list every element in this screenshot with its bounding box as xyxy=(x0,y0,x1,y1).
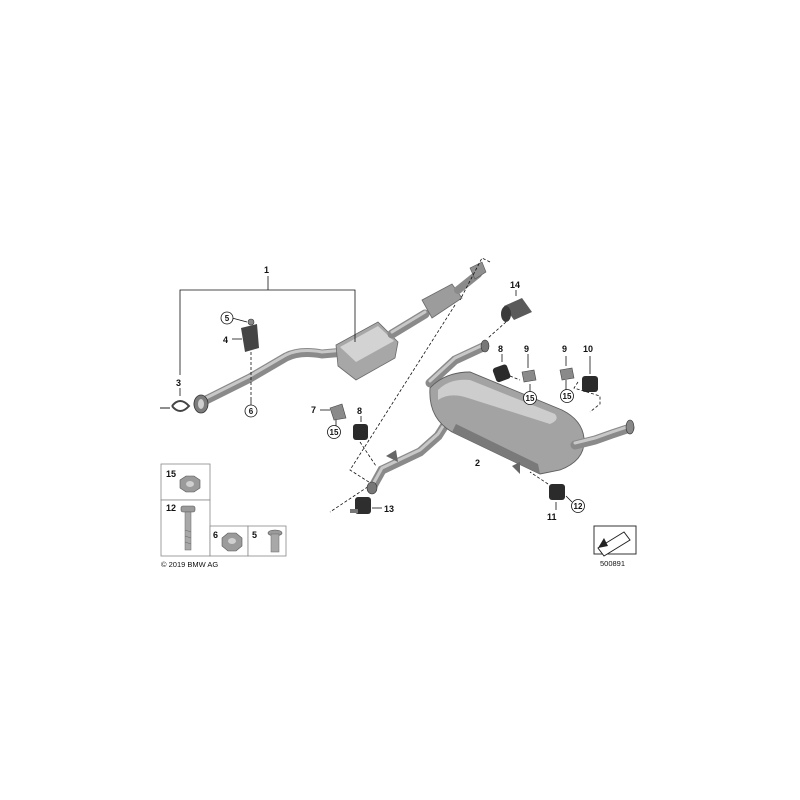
callout-15-circled-right: 15 xyxy=(563,392,572,401)
callout-12-circled: 12 xyxy=(574,502,583,511)
legend-label-6: 6 xyxy=(213,530,218,540)
diagram-number: 500891 xyxy=(600,559,625,568)
bracket-part-9-left xyxy=(521,354,537,393)
callout-9-left: 9 xyxy=(524,344,529,354)
bracket-part-9-right xyxy=(559,356,575,392)
callout-2: 2 xyxy=(475,458,480,468)
separator-mid xyxy=(349,304,456,485)
callout-15-circled-left: 15 xyxy=(330,428,339,437)
callout-11: 11 xyxy=(547,512,557,522)
callout-13: 13 xyxy=(384,504,394,514)
callout-5-circled: 5 xyxy=(225,314,230,323)
callout-1: 1 xyxy=(264,265,269,275)
callout-15-circled-mid: 15 xyxy=(526,394,535,403)
rubber-mount-part-13 xyxy=(350,497,382,514)
screw-icon xyxy=(267,529,283,553)
callout-7: 7 xyxy=(311,405,316,415)
legend-label-15: 15 xyxy=(166,469,176,479)
copyright-notice: © 2019 BMW AG xyxy=(161,560,218,569)
hanger-bracket-part xyxy=(241,318,259,400)
assembly-bracket-1 xyxy=(179,289,356,375)
legend-label-5: 5 xyxy=(252,530,257,540)
callout-8-upper: 8 xyxy=(498,344,503,354)
front-pipe-catalytic-converter xyxy=(193,261,487,414)
callout-6-circled: 6 xyxy=(249,407,254,416)
callout-8-lower: 8 xyxy=(357,406,362,416)
rubber-mount-part-8-upper xyxy=(492,354,521,383)
callout-3: 3 xyxy=(176,378,181,388)
vehicle-direction-icon xyxy=(593,525,637,557)
rubber-mount-part-11 xyxy=(529,471,573,510)
callout-10: 10 xyxy=(583,344,593,354)
rubber-mount-part-8-lower xyxy=(353,416,377,467)
callout-9-right: 9 xyxy=(562,344,567,354)
callout-14: 14 xyxy=(510,280,520,290)
bracket-part-7 xyxy=(320,403,347,426)
legend-label-12: 12 xyxy=(166,503,176,513)
callout-4: 4 xyxy=(223,335,228,345)
bolt-icon xyxy=(180,505,196,551)
separator-bottom xyxy=(329,483,373,513)
hardware-legend xyxy=(160,463,287,557)
separator-top xyxy=(459,257,491,301)
rubber-mount-part-10 xyxy=(573,356,601,413)
pipe-clamp-part xyxy=(160,400,191,412)
leader-line-5 xyxy=(231,317,248,323)
rear-silencer-assembly xyxy=(366,339,635,495)
tailpipe-trim-part-14 xyxy=(487,290,532,339)
